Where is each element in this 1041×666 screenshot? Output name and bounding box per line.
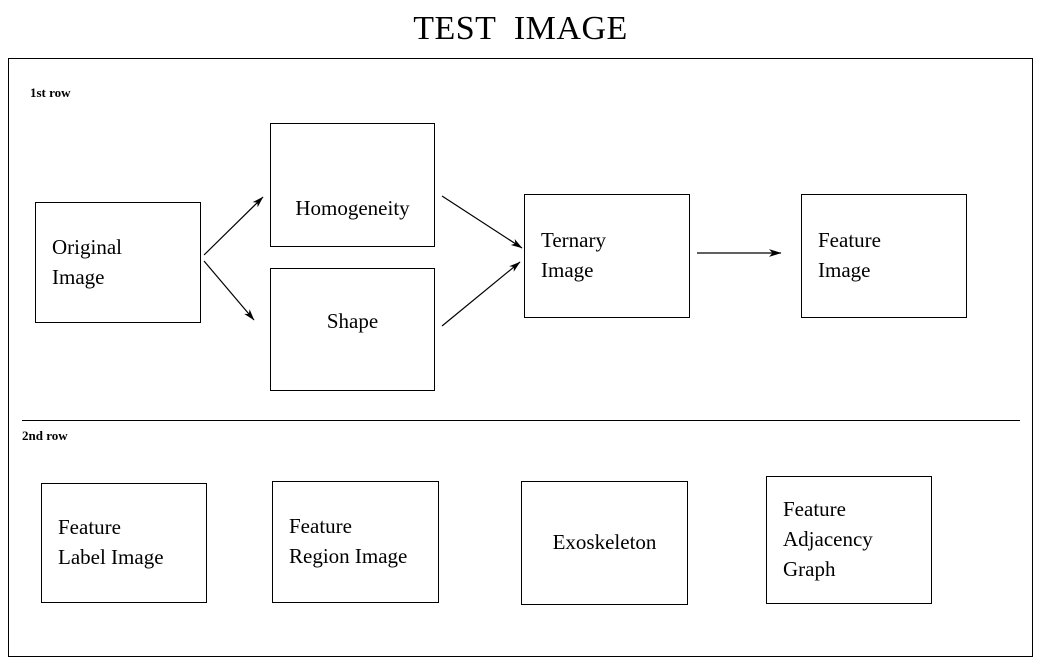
node-exoskeleton[interactable]: Exoskeleton [521,481,688,605]
node-feature-image[interactable]: Feature Image [801,194,967,318]
node-label-line: Region Image [289,544,408,568]
node-label-line: Shape [326,309,379,333]
node-label-line: Ternary [541,228,606,253]
node-label-line: Graph [783,556,836,581]
node-label-line: Feature [818,228,881,253]
node-shape[interactable]: Shape [270,268,435,391]
node-ternary-image[interactable]: Ternary Image [524,194,690,318]
node-feature-label-image[interactable]: Feature Label Image [41,483,207,603]
node-label-line: Feature [289,514,352,539]
node-homogeneity[interactable]: Homogeneity [270,123,435,247]
node-label-line: Original [52,234,122,259]
page-title: TEST IMAGE [413,10,628,47]
row-divider [22,420,1020,421]
node-feature-region-image[interactable]: Feature Region Image [272,481,439,603]
node-original-image[interactable]: Original Image [35,202,201,323]
node-label-line: Feature [58,515,121,540]
diagram-frame [8,58,1033,657]
node-label-line: Adjacency [783,527,873,552]
node-label-line: Feature [783,497,846,522]
node-label-line: Homogeneity [295,196,410,221]
node-label-line: Image [541,258,594,282]
node-label-line: Image [818,258,871,282]
node-label-line: Image [52,264,105,289]
node-feature-adjacency-graph[interactable]: Feature Adjacency Graph [766,476,932,604]
node-label-line: Label Image [58,545,164,569]
node-label-line: Exoskeleton [552,530,657,555]
row-label-second: 2nd row [22,428,68,443]
row-label-first: 1st row [30,85,71,100]
